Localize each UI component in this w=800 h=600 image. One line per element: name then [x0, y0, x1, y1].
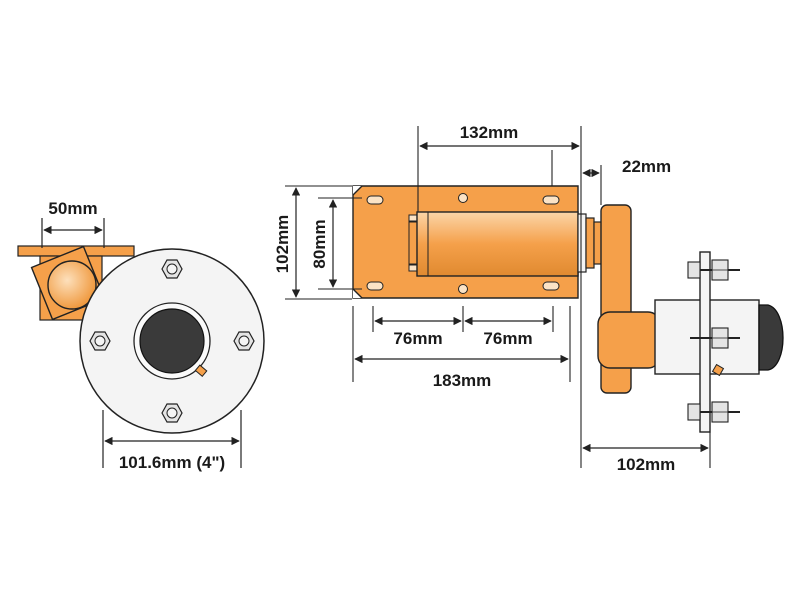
- dim-hole-spacing-left: 76mm: [393, 329, 442, 348]
- stud-middle: [690, 327, 740, 349]
- wheel-nut-top: [161, 259, 183, 279]
- dim-bracket-width: 50mm: [48, 199, 97, 218]
- dim-stub-length: 132mm: [460, 123, 519, 142]
- plate-slot-bl: [366, 281, 384, 291]
- plate-slot-tl: [366, 195, 384, 205]
- plate-slot-br: [542, 281, 560, 291]
- side-view: 102mm 80mm 132mm 22mm 76mm 76mm 183mm 10…: [273, 123, 784, 474]
- stud-top: [687, 259, 740, 281]
- dim-hole-spacing-vertical: 80mm: [310, 219, 329, 268]
- grease-nipple-side: [711, 363, 725, 377]
- end-view: 50mm 101.6mm (4"): [17, 199, 265, 472]
- wheel-nut-left: [89, 331, 111, 351]
- dim-flange-offset: 22mm: [622, 157, 671, 176]
- plate-hole-top: [458, 193, 468, 203]
- plate-hole-bottom: [458, 284, 468, 294]
- grease-nipple: [194, 364, 208, 377]
- dim-pcd: 101.6mm (4"): [119, 453, 225, 472]
- stud-bottom: [687, 401, 740, 423]
- wheel-nut-right: [233, 331, 255, 351]
- dim-hub-width: 102mm: [617, 455, 676, 474]
- tube-end-ball: [47, 260, 97, 310]
- hub-cap: [139, 308, 205, 374]
- wheel-nut-bottom: [161, 403, 183, 423]
- plate-slot-tr: [542, 195, 560, 205]
- hub-cap-side: [758, 304, 784, 371]
- dim-plate-height: 102mm: [273, 215, 292, 274]
- dim-plate-length: 183mm: [433, 371, 492, 390]
- axle-tube: [416, 211, 579, 277]
- dim-hole-spacing-right: 76mm: [483, 329, 532, 348]
- hub-flange: [699, 251, 711, 433]
